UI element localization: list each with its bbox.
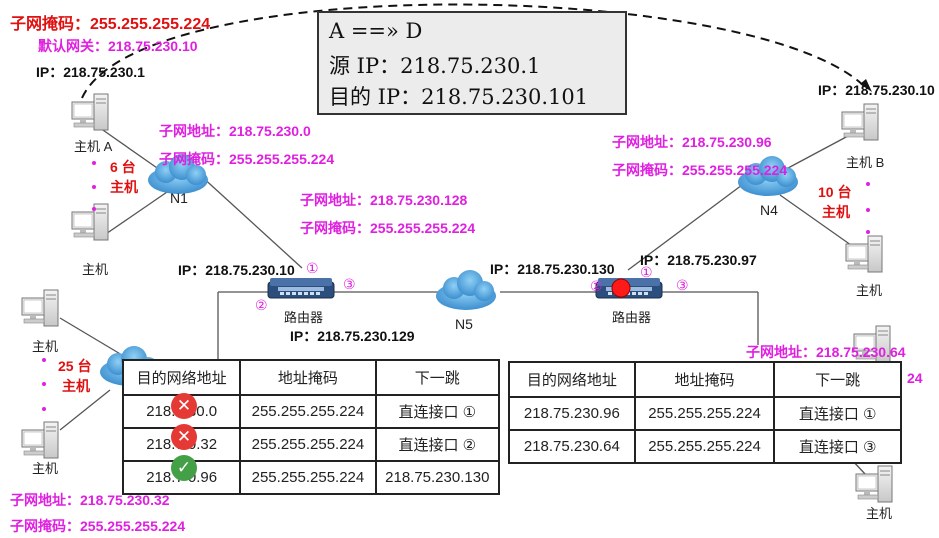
table-row: 218.7 0.32 255.255.255.224 直连接口 ② <box>121 427 501 462</box>
destination-ip-line: 目的 IP：218.75.230.101 <box>329 85 589 109</box>
top-left-subnet-mask: 子网掩码：255.255.255.224 <box>10 16 211 33</box>
column-header: 下一跳 <box>374 359 501 396</box>
packet-route-line: A ==» D <box>329 19 423 43</box>
host-label: 主机 <box>856 283 883 298</box>
host-b-computer-icon <box>841 103 879 141</box>
right-router-port2: ② <box>590 278 603 294</box>
left-router-label: 路由器 <box>284 310 324 325</box>
source-ip-line: 源 IP：218.75.230.1 <box>329 54 541 78</box>
right-router-port1: ① <box>640 264 653 280</box>
host-a-label: 主机 A <box>74 139 113 154</box>
column-header: 地址掩码 <box>239 359 377 396</box>
host-b-ip-label: IP：218.75.230.10 <box>818 82 935 98</box>
left-router-port3: ③ <box>343 276 356 292</box>
n5-cloud-icon <box>436 270 496 310</box>
n4-host-count: 10 台 <box>818 184 852 200</box>
left-router-ip-bottom: IP：218.75.230.129 <box>290 328 415 344</box>
mask-cell: 255.255.255.224 <box>633 396 776 431</box>
host-computer-icon <box>21 289 59 327</box>
column-header: 下一跳 <box>773 361 902 398</box>
n1-host-word: 主机 <box>110 179 138 195</box>
right-router-ip1: IP：218.75.230.97 <box>640 252 757 268</box>
host-a-ip-label: IP：218.75.230.1 <box>36 64 145 80</box>
host-b-label: 主机 B <box>846 155 885 170</box>
left-router-icon <box>267 277 335 299</box>
n3-subnet-address-partial: 子网地址：218.75.230.64 <box>746 344 906 360</box>
table-row: 218.75.230.64 255.255.255.224 直连接口 ③ <box>508 429 902 464</box>
mask-cell: 255.255.255.224 <box>239 427 377 462</box>
next-hop-cell: 直连接口 ② <box>374 427 501 462</box>
n4-label: N4 <box>760 202 778 218</box>
n2-subnet-address: 子网地址：218.75.230.128 <box>300 192 468 208</box>
host-label: 主机 <box>32 461 59 476</box>
next-hop-cell: 218.75.230.130 <box>374 460 501 495</box>
n2-host-word: 主机 <box>62 378 90 394</box>
cross-mark-icon: ✕ <box>171 424 197 450</box>
n5-ip-label: IP：218.75.230.130 <box>490 261 615 277</box>
n1-label: N1 <box>170 190 188 206</box>
mask-cell: 255.255.255.224 <box>239 394 377 429</box>
dest-cell: 218.75.230.64 <box>508 429 636 464</box>
host-a-computer-icon <box>71 93 109 131</box>
n3-subnet-mask-partial: 24 <box>907 370 923 386</box>
host-computer-icon <box>71 203 109 241</box>
n1-subnet-mask: 子网掩码：255.255.255.224 <box>159 151 335 167</box>
host-computer-icon <box>21 421 59 459</box>
right-routing-table: 目的网络地址 地址掩码 下一跳 218.75.230.96 255.255.25… <box>508 361 902 464</box>
packet-info-box: A ==» D 源 IP：218.75.230.1 目的 IP：218.75.2… <box>317 11 627 115</box>
table-header-row: 目的网络地址 地址掩码 下一跳 <box>508 361 902 398</box>
dest-cell: 218.75.230.96 <box>508 396 636 431</box>
table-header-row: 目的网络地址 地址掩码 下一跳 <box>121 359 501 396</box>
mask-cell: 255.255.255.224 <box>239 460 377 495</box>
current-router-marker <box>611 278 631 298</box>
column-header: 地址掩码 <box>633 361 776 398</box>
table-row: 218.75.230.96 255.255.255.224 直连接口 ① <box>508 396 902 431</box>
cross-mark-icon: ✕ <box>171 393 197 419</box>
packet-path-arc <box>81 3 867 99</box>
left-router-ip1: IP：218.75.230.10 <box>178 262 295 278</box>
right-router-port3: ③ <box>676 277 689 293</box>
table-row: 218.7 0.96 255.255.255.224 218.75.230.13… <box>121 460 501 495</box>
left-router-port1: ① <box>306 260 319 276</box>
n4-subnet-mask: 子网掩码：255.255.255.224 <box>612 162 788 178</box>
n2-subnet-mask: 子网掩码：255.255.255.224 <box>300 220 476 236</box>
column-header: 目的网络地址 <box>508 361 636 398</box>
n2-host-count: 25 台 <box>58 358 92 374</box>
arrow-head-icon <box>860 79 872 92</box>
host-label: 主机 <box>32 339 59 354</box>
host-label: 主机 <box>82 262 109 277</box>
n1-subnet-address: 子网地址：218.75.230.0 <box>159 123 311 139</box>
check-mark-icon: ✓ <box>171 455 197 481</box>
next-hop-cell: 直连接口 ① <box>374 394 501 429</box>
n4-subnet-address: 子网地址：218.75.230.96 <box>612 134 772 150</box>
right-router-label: 路由器 <box>612 310 652 325</box>
default-gateway-label: 默认网关：218.75.230.10 <box>38 38 198 54</box>
n4-host-word: 主机 <box>822 204 850 220</box>
host-label: 主机 <box>866 506 893 521</box>
n1-host-count: 6 台 <box>110 159 136 175</box>
next-hop-cell: 直连接口 ③ <box>773 429 902 464</box>
host-computer-icon <box>845 235 883 273</box>
n2-left-subnet-address: 子网地址：218.75.230.32 <box>10 492 170 508</box>
n5-label: N5 <box>455 316 473 332</box>
left-router-port2: ② <box>255 297 268 313</box>
column-header: 目的网络地址 <box>121 359 242 396</box>
next-hop-cell: 直连接口 ① <box>773 396 902 431</box>
host-computer-icon <box>855 465 893 503</box>
n2-left-subnet-mask: 子网掩码：255.255.255.224 <box>10 518 186 534</box>
mask-cell: 255.255.255.224 <box>633 429 776 464</box>
